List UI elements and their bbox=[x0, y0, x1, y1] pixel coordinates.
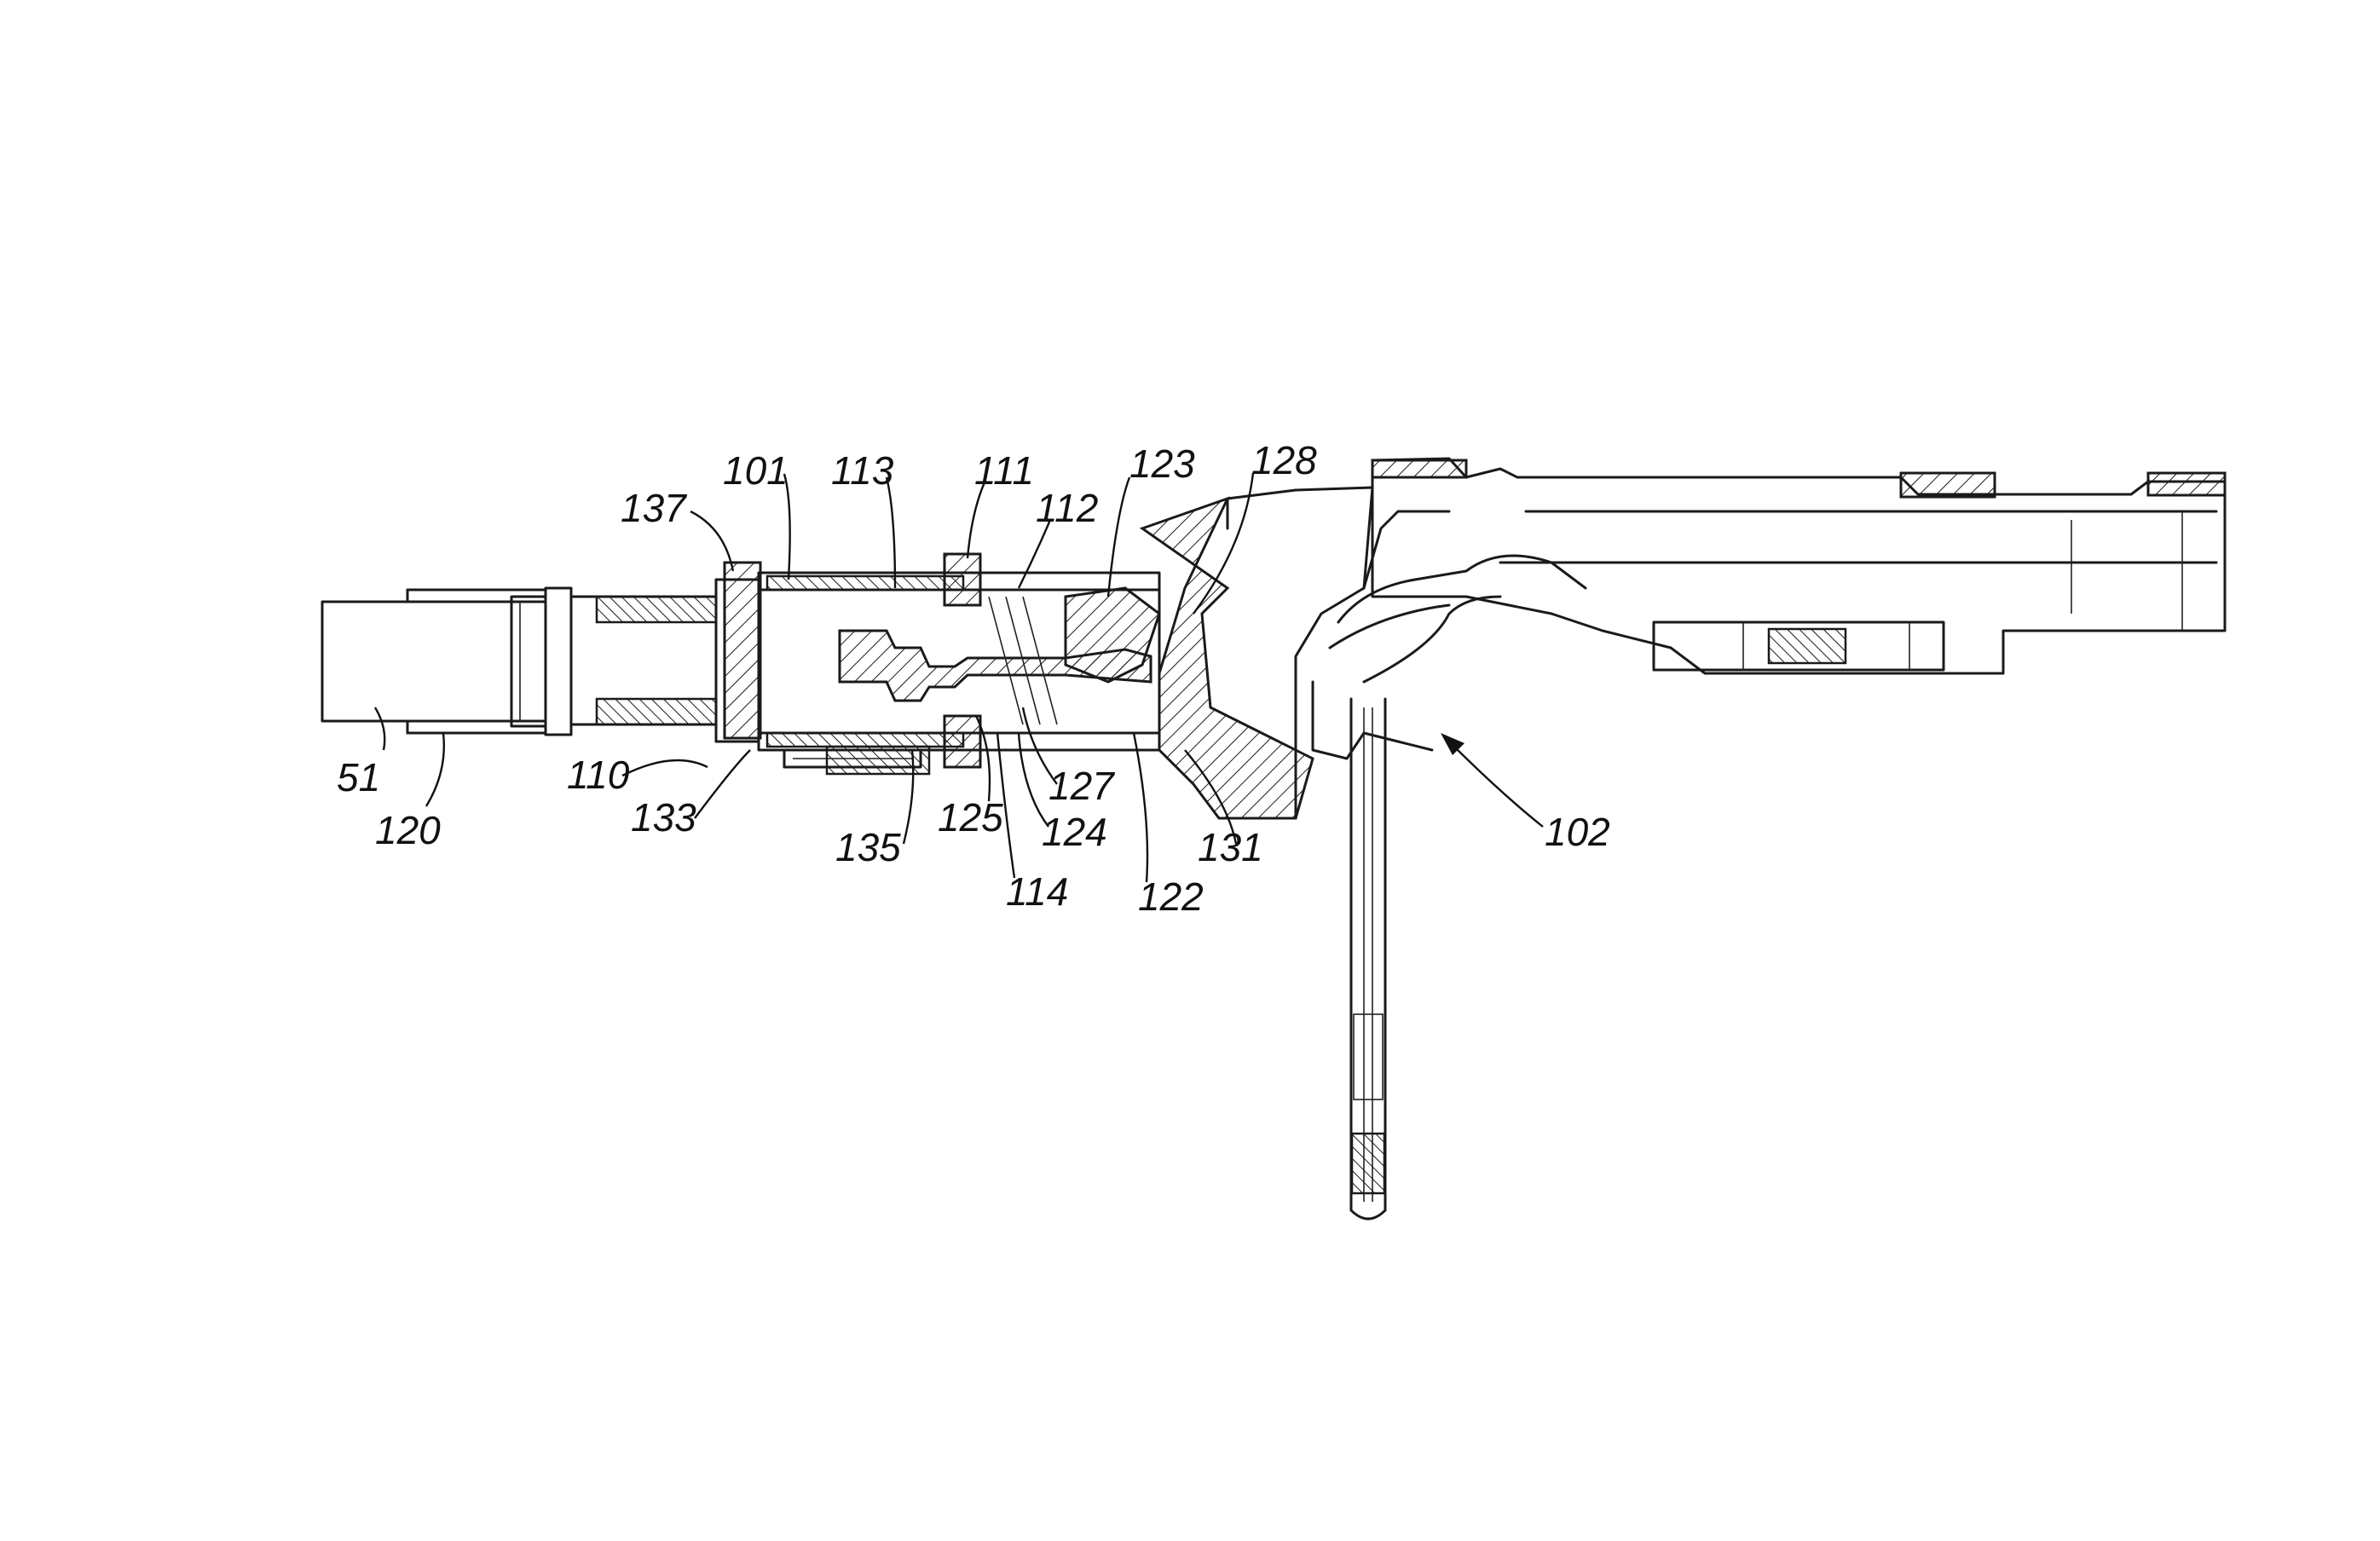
label-102: 102 bbox=[1545, 810, 1610, 854]
label-125: 125 bbox=[938, 795, 1003, 840]
label-124: 124 bbox=[1042, 810, 1107, 854]
grip bbox=[1313, 511, 1449, 1219]
label-114: 114 bbox=[1006, 869, 1068, 914]
label-123: 123 bbox=[1129, 442, 1195, 486]
label-101: 101 bbox=[723, 448, 789, 493]
arrow-102 bbox=[1441, 733, 1543, 827]
label-131: 131 bbox=[1198, 825, 1263, 869]
label-137: 137 bbox=[621, 486, 687, 530]
label-122: 122 bbox=[1138, 874, 1204, 919]
label-51: 51 bbox=[337, 755, 380, 799]
front-tube bbox=[322, 590, 546, 733]
label-128: 128 bbox=[1251, 438, 1317, 482]
rear-body bbox=[1372, 459, 2225, 673]
label-111: 111 bbox=[974, 448, 1034, 493]
label-110: 110 bbox=[567, 753, 630, 797]
label-113: 113 bbox=[831, 448, 894, 493]
label-112: 112 bbox=[1036, 486, 1098, 530]
label-127: 127 bbox=[1048, 764, 1115, 808]
label-135: 135 bbox=[835, 825, 901, 869]
label-120: 120 bbox=[375, 808, 441, 852]
label-133: 133 bbox=[631, 795, 696, 840]
